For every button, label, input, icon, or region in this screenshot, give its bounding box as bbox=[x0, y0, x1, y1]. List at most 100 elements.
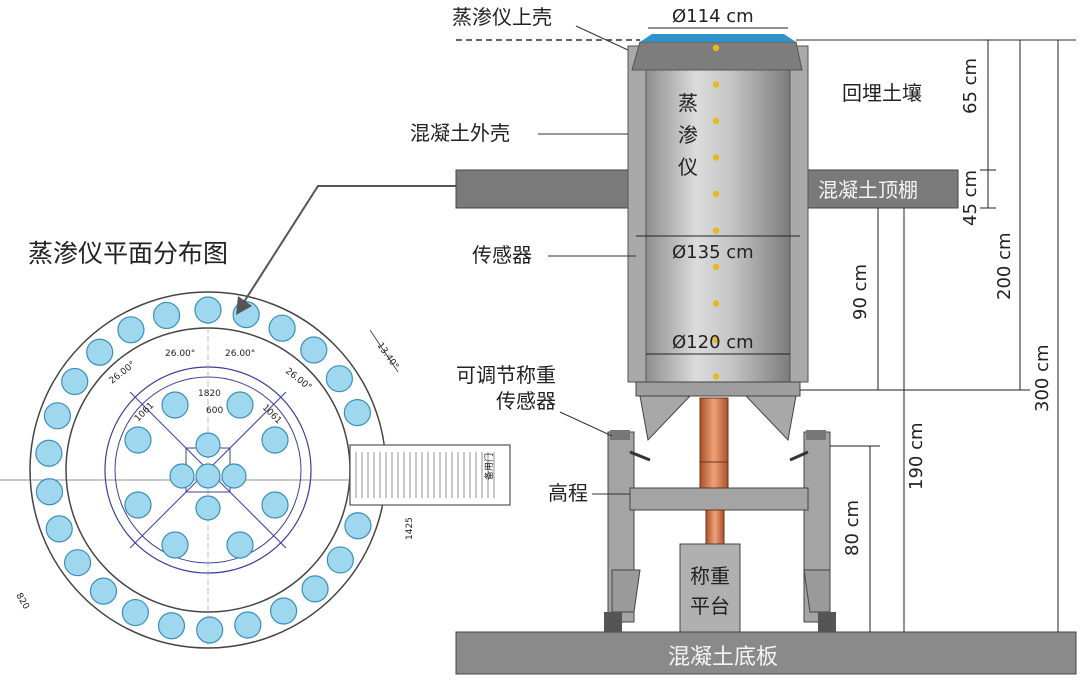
sensor-dot bbox=[712, 300, 720, 307]
plan-dim-1820: 1820 bbox=[198, 389, 221, 399]
sensor-cap-right bbox=[806, 430, 826, 440]
outer-pot bbox=[152, 301, 181, 330]
weighing-platform bbox=[679, 543, 741, 633]
outer-pot bbox=[157, 612, 186, 640]
ceiling-label: 混凝土顶棚 bbox=[818, 178, 918, 202]
ceiling-left bbox=[455, 169, 637, 209]
plan-dim-600: 600 bbox=[206, 406, 223, 416]
outer-pot bbox=[121, 598, 149, 627]
dim-90-label: 90 cm bbox=[850, 264, 871, 320]
outer-pot bbox=[45, 515, 73, 543]
middle-pot bbox=[124, 426, 152, 454]
plan-dim-820: 820 bbox=[13, 592, 30, 612]
outer-pot bbox=[234, 611, 262, 639]
ceiling-right bbox=[797, 169, 959, 209]
middle-pot bbox=[226, 391, 254, 419]
dim-65-label: 65 cm bbox=[960, 58, 981, 114]
copper-collar bbox=[699, 461, 729, 489]
center-pot bbox=[195, 432, 221, 458]
plan-title: 蒸渗仪平面分布图 bbox=[28, 239, 228, 268]
shell-left bbox=[627, 45, 647, 383]
dim-80-label: 80 cm bbox=[842, 500, 863, 556]
sensor-dot bbox=[712, 263, 720, 271]
outer-pot bbox=[63, 549, 92, 577]
adj-sensor-label-2: 传感器 bbox=[496, 389, 556, 413]
dimension-lines bbox=[800, 39, 1059, 632]
shell-right bbox=[789, 45, 809, 383]
center-pot bbox=[221, 463, 247, 489]
backfill-label: 回埋土壤 bbox=[842, 81, 922, 105]
plan-view: 备用门 26.00° 26.00° 26.00° 26.00° 13.40° 1… bbox=[0, 185, 511, 649]
sensor-label: 传感器 bbox=[472, 243, 532, 267]
plan-angle-1: 26.00° bbox=[108, 360, 138, 387]
copper-rod-lower bbox=[705, 509, 725, 545]
base-slab-label: 混凝土底板 bbox=[668, 645, 778, 670]
plan-pointer-line bbox=[241, 185, 456, 306]
outer-pot bbox=[194, 296, 222, 324]
cyl-text-1: 蒸 bbox=[678, 91, 698, 115]
middle-pot bbox=[261, 491, 289, 519]
outer-pot bbox=[300, 336, 328, 364]
center-pot bbox=[169, 463, 195, 489]
dim-45-label: 45 cm bbox=[960, 170, 981, 226]
foot-left bbox=[611, 569, 641, 613]
plan-pointer-arrow bbox=[236, 296, 252, 315]
dim-190-label: 190 cm bbox=[906, 422, 927, 490]
link-right bbox=[789, 450, 809, 462]
outer-pot bbox=[343, 399, 371, 427]
frame-bracket-right bbox=[744, 395, 797, 442]
lysimeter-cylinder bbox=[645, 39, 791, 383]
cyl-text-3: 仪 bbox=[678, 155, 698, 179]
adj-sensor-leader bbox=[559, 411, 613, 437]
plan-stairs bbox=[355, 452, 495, 498]
upper-shell-rim bbox=[640, 34, 796, 42]
center-pot bbox=[195, 463, 221, 489]
outer-pot bbox=[86, 338, 114, 366]
adj-sensor-label-1: 可调节称重 bbox=[456, 363, 556, 387]
elevation-label: 高程 bbox=[548, 481, 588, 505]
d-mid-label: Ø135 cm bbox=[672, 242, 754, 263]
weighing-frame-top bbox=[635, 381, 801, 397]
outer-pot bbox=[344, 512, 372, 540]
d-low-label: Ø120 cm bbox=[672, 332, 754, 353]
outer-pot bbox=[326, 546, 354, 574]
outer-pot bbox=[301, 575, 329, 603]
weighing-label-2: 平台 bbox=[690, 594, 730, 618]
outer-pot bbox=[35, 439, 63, 467]
dim-200-label: 200 cm bbox=[994, 232, 1015, 300]
upper-shell-label: 蒸渗仪上壳 bbox=[452, 5, 552, 29]
sensor-dot bbox=[712, 190, 720, 198]
plan-pots bbox=[35, 296, 372, 644]
outer-pot bbox=[196, 616, 224, 644]
middle-pot bbox=[261, 426, 289, 454]
sensor-dot bbox=[712, 81, 720, 88]
plan-door-label: 备用门 bbox=[483, 453, 495, 480]
sensor-dot bbox=[712, 373, 720, 380]
outer-pot bbox=[268, 314, 296, 342]
plan-angle-2: 26.00° bbox=[165, 349, 195, 359]
sensor-dot bbox=[712, 117, 720, 125]
upper-shell-leader bbox=[575, 25, 629, 51]
outer-pot bbox=[35, 478, 64, 506]
outer-pot bbox=[117, 316, 145, 344]
frame-bracket-left bbox=[639, 395, 692, 442]
outer-pot bbox=[61, 367, 89, 396]
cyl-text-2: 渗 bbox=[678, 123, 698, 147]
base-slab bbox=[455, 631, 1077, 675]
weighing-label-1: 称重 bbox=[690, 564, 730, 588]
outer-pot bbox=[89, 577, 118, 605]
concrete-shell-label: 混凝土外壳 bbox=[410, 121, 510, 145]
middle-pot bbox=[124, 491, 152, 519]
plan-dim-line-5 bbox=[369, 329, 399, 373]
sensor-dots bbox=[712, 44, 720, 380]
section-view: 混凝土底板 混凝土顶棚 蒸 渗 仪 Ø114 cm Ø135 cm Ø120 c… bbox=[410, 5, 1077, 675]
outer-pot bbox=[270, 597, 298, 625]
outer-pot bbox=[43, 402, 72, 430]
plan-dim-1061-a: 1061 bbox=[133, 401, 156, 424]
sensor-dot bbox=[712, 154, 720, 161]
center-pot bbox=[195, 495, 221, 521]
middle-pot bbox=[226, 531, 254, 559]
middle-pot bbox=[161, 391, 189, 419]
plan-corridor bbox=[349, 444, 511, 506]
